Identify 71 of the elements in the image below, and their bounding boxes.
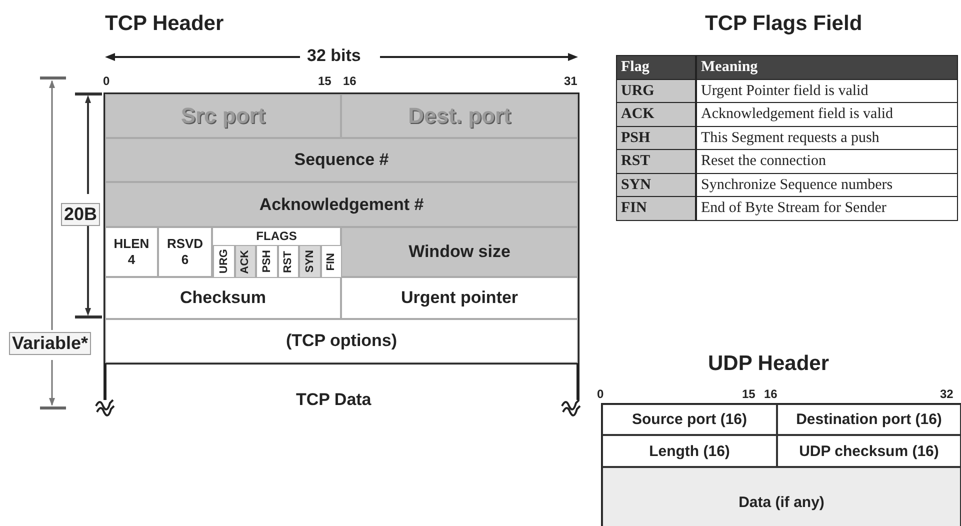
field-label: Window size [408, 242, 510, 262]
header-field [602, 404, 777, 435]
field-label: FIN [325, 252, 338, 270]
header-field [341, 94, 578, 138]
bit-label: 16 [343, 74, 356, 88]
flag-bit-cell [256, 245, 278, 278]
flags-field [212, 227, 341, 277]
header-field [341, 227, 578, 277]
field-label: Checksum [180, 288, 266, 308]
field-label: (TCP options) [286, 331, 398, 351]
table-header-cell: Meaning [696, 55, 958, 80]
field-label: FLAGS [256, 228, 297, 244]
table-cell: PSH [616, 126, 696, 150]
header-field [105, 182, 578, 227]
field-label: HLEN 4 [112, 236, 150, 268]
table-cell: End of Byte Stream for Sender [696, 196, 958, 220]
field-label: URG [218, 249, 230, 274]
field-label: Src port [180, 103, 266, 129]
header-field [158, 227, 212, 277]
header-field [777, 435, 961, 467]
flag-bit-cell [278, 245, 299, 278]
header-field [602, 435, 777, 467]
field-label: ACK [239, 250, 252, 274]
section-heading: TCP Header [105, 12, 224, 36]
bit-label: TCP Data [296, 390, 372, 410]
table-cell: RST [616, 149, 696, 174]
flag-bit-cell [234, 245, 256, 278]
field-label: Urgent pointer [400, 288, 518, 308]
header-field [777, 404, 961, 435]
table-cell: Acknowledgement field is valid [696, 102, 958, 126]
table-cell: This Segment requests a push [696, 126, 958, 150]
section-heading: TCP Flags Field [705, 12, 862, 36]
header-field [105, 277, 341, 319]
header-field [105, 94, 341, 138]
bit-label: 0 [597, 387, 604, 401]
table-cell: URG [616, 78, 696, 103]
table-cell: SYN [616, 172, 696, 197]
table-cell: ACK [616, 102, 696, 126]
field-label: Length (16) [649, 442, 730, 460]
field-label: RST [282, 250, 294, 272]
header-field [105, 319, 578, 363]
dimension-label: Variable* [9, 332, 92, 355]
header-field [105, 138, 578, 182]
table-cell: Synchronize Sequence numbers [696, 172, 958, 197]
bit-label: 32 [940, 387, 954, 401]
field-label: UDP checksum (16) [799, 442, 939, 460]
field-label: Sequence # [294, 150, 389, 170]
bit-label: 31 [564, 74, 578, 88]
table-header-cell: Flag [616, 55, 696, 80]
bit-label: 15 [742, 387, 756, 401]
table-cell: FIN [616, 196, 696, 220]
field-label: Acknowledgement # [259, 194, 424, 214]
dimension-label: 20B [61, 203, 100, 226]
header-field [105, 227, 158, 277]
bit-label: 15 [318, 74, 332, 88]
header-field [341, 277, 578, 319]
field-label: SYN [304, 250, 316, 273]
table-cell: Urgent Pointer field is valid [696, 78, 958, 103]
field-label: Source port (16) [632, 411, 748, 428]
table-cell: Reset the connection [696, 149, 958, 174]
flag-bit-cell [299, 245, 320, 278]
field-label: RSVD 6 [166, 236, 204, 268]
field-label: Data (if any) [738, 494, 824, 510]
header-field [602, 467, 961, 526]
bit-label: 0 [103, 74, 110, 88]
flag-bit-cell [213, 245, 234, 278]
field-label: Destination port (16) [796, 411, 942, 428]
bit-label: 16 [764, 387, 778, 401]
section-heading: UDP Header [708, 352, 829, 376]
field-label: PSH [260, 250, 273, 273]
field-label: Dest. port [408, 103, 511, 129]
